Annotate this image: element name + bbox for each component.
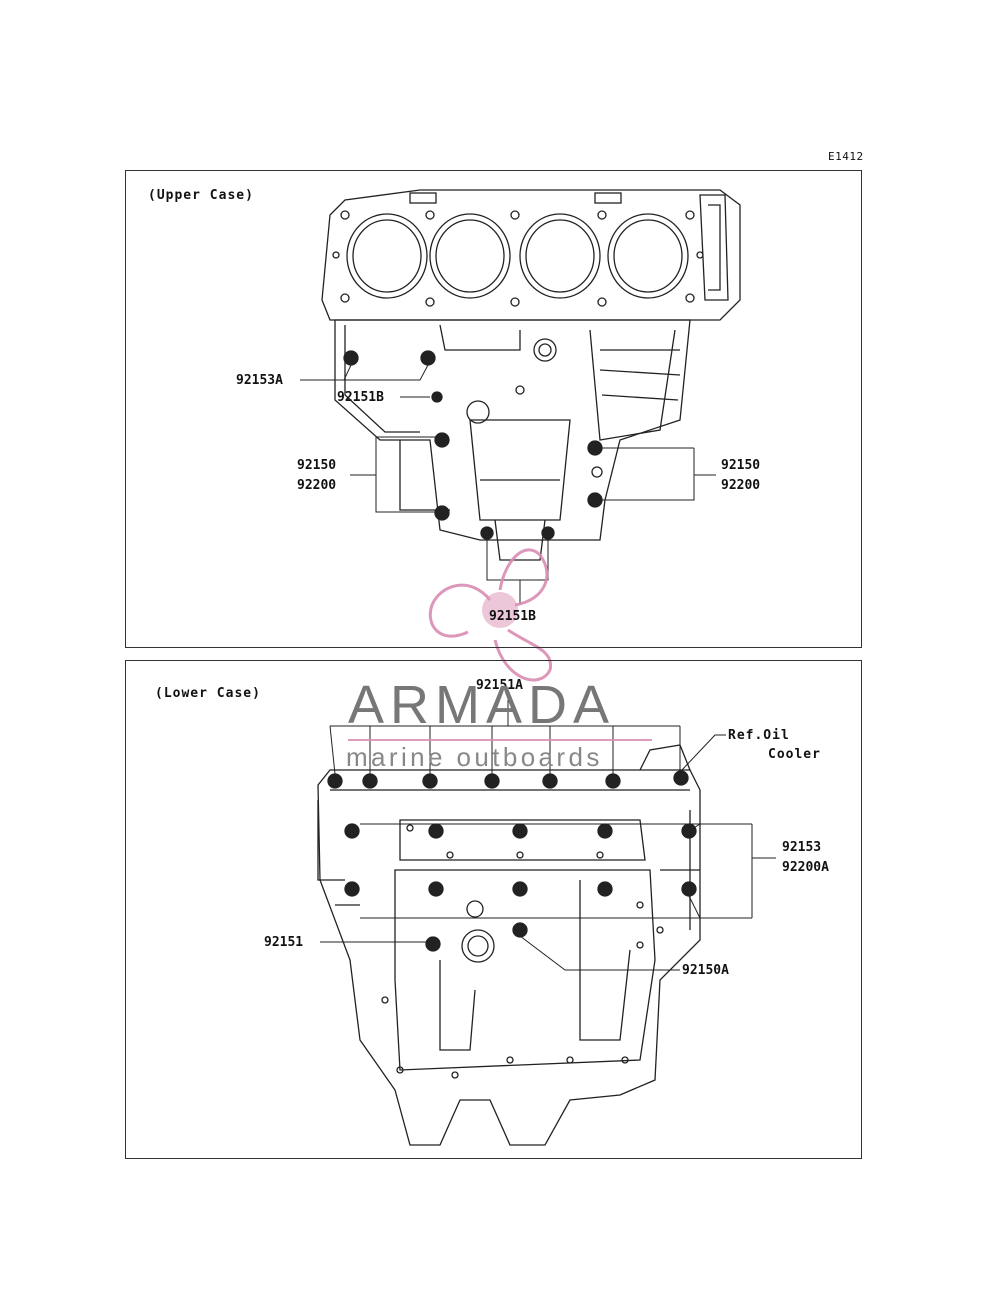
upper-crankcase-body xyxy=(334,319,691,541)
lower-crankcase-body xyxy=(317,769,701,1146)
callout-92200-right: 92200 xyxy=(721,478,761,493)
callout-92153A: 92153A xyxy=(236,373,283,388)
upper-case-title: (Upper Case) xyxy=(148,188,254,203)
callout-92151B-left: 92151B xyxy=(337,390,384,405)
diagram-code: E1412 xyxy=(828,150,864,163)
cylinder-bore-1 xyxy=(346,213,428,299)
callout-92150A: 92150A xyxy=(682,963,729,978)
watermark-brand: ARMADA xyxy=(348,675,616,735)
upper-case-panel xyxy=(125,170,862,648)
callout-92150-left: 92150 xyxy=(297,458,337,473)
callout-ref-oil-cooler: Cooler xyxy=(768,747,821,762)
callout-92150-right: 92150 xyxy=(721,458,761,473)
cylinder-bore-4 xyxy=(607,213,689,299)
lower-leader-lines xyxy=(320,700,776,971)
watermark-tagline: marine outboards xyxy=(346,742,603,772)
callout-92200A: 92200A xyxy=(782,860,829,875)
cylinder-bore-3 xyxy=(519,213,601,299)
callout-92151B-bottom: 92151B xyxy=(489,609,536,624)
cylinder-bore-2 xyxy=(429,213,511,299)
callout-92151: 92151 xyxy=(264,935,304,950)
lower-perimeter-holes xyxy=(381,824,664,1079)
lower-case-title: (Lower Case) xyxy=(155,686,261,701)
callout-92151A: 92151A xyxy=(476,678,523,693)
lower-case-panel xyxy=(125,660,862,1159)
watermark-logo xyxy=(428,548,553,682)
upper-case-bolts xyxy=(343,350,603,540)
head-bolt-holes xyxy=(332,210,704,307)
callout-92153: 92153 xyxy=(782,840,822,855)
upper-deck-outline xyxy=(321,189,741,321)
callout-92200-left: 92200 xyxy=(297,478,337,493)
callout-ref-oil: Ref.Oil xyxy=(728,728,790,743)
